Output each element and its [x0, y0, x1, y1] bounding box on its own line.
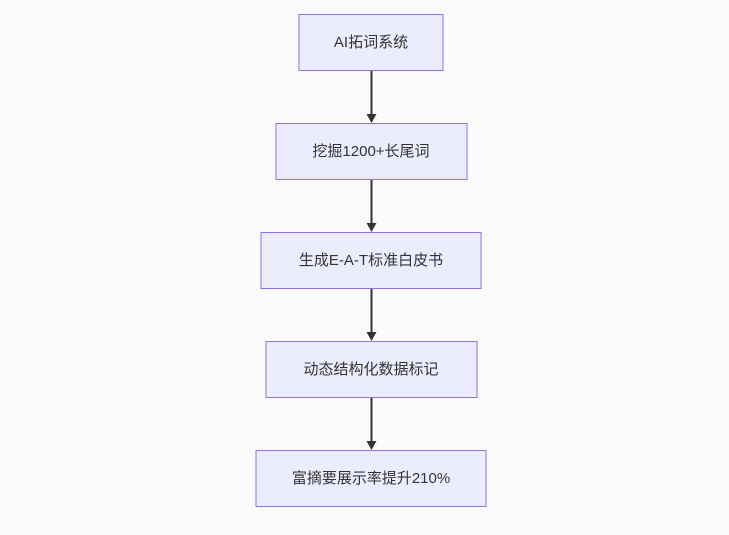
arrow-down-icon: [366, 114, 376, 123]
flow-node-label: 生成E-A-T标准白皮书: [298, 252, 444, 269]
arrow-down-icon: [366, 441, 376, 450]
flow-node-label: 富摘要展示率提升210%: [291, 470, 451, 487]
arrow-down-icon: [366, 332, 376, 341]
flow-node-label: 挖掘1200+长尾词: [312, 143, 430, 160]
edge-line: [370, 398, 372, 441]
edge-line: [370, 289, 372, 332]
arrow-down-icon: [366, 223, 376, 232]
edge-line: [370, 180, 372, 223]
edge-line: [370, 71, 372, 114]
flow-edge-1-2: [366, 71, 376, 123]
flow-node-longtail-keywords: 挖掘1200+长尾词: [275, 123, 467, 180]
flow-node-eat-whitepaper: 生成E-A-T标准白皮书: [260, 232, 482, 289]
flow-edge-2-3: [366, 180, 376, 232]
flow-node-label: AI拓词系统: [333, 34, 409, 51]
flow-node-label: 动态结构化数据标记: [303, 361, 439, 378]
flow-node-ai-keyword-system: AI拓词系统: [298, 14, 444, 71]
flow-node-rich-snippet-rate: 富摘要展示率提升210%: [255, 450, 487, 507]
flowchart: AI拓词系统 挖掘1200+长尾词 生成E-A-T标准白皮书 动态结构化数据标记…: [255, 14, 487, 507]
flow-edge-4-5: [366, 398, 376, 450]
flow-edge-3-4: [366, 289, 376, 341]
flow-node-structured-data-markup: 动态结构化数据标记: [265, 341, 477, 398]
